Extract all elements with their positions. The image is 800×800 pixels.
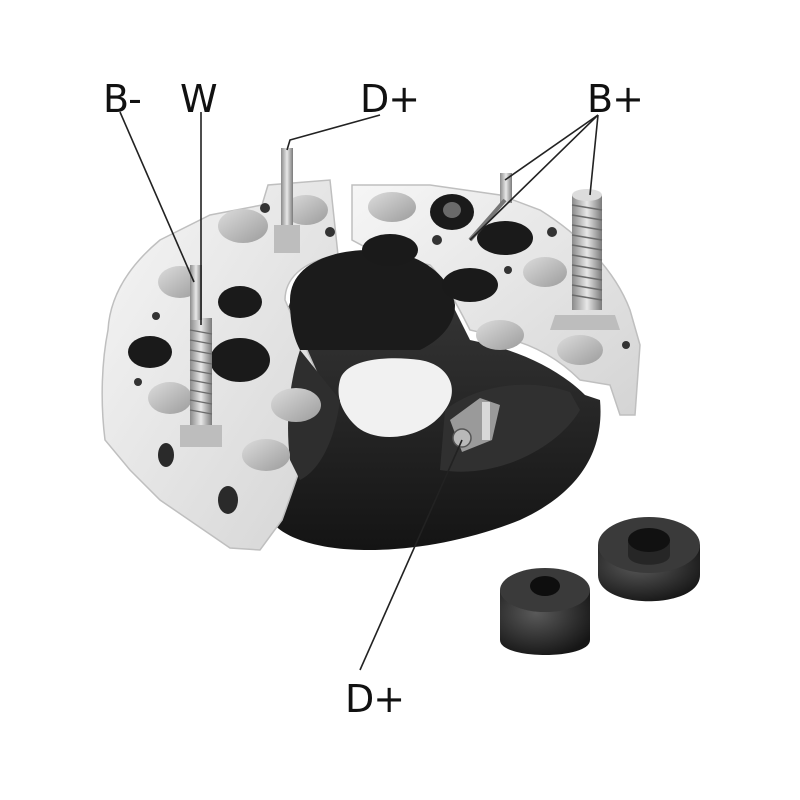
- mounting-hole: [218, 486, 238, 514]
- mounting-hole: [477, 221, 533, 255]
- diode: [368, 192, 416, 222]
- mounting-hole: [128, 336, 172, 368]
- leader-b-minus: [119, 111, 195, 283]
- mounting-hole: [158, 443, 174, 467]
- diode: [557, 335, 603, 365]
- small-hole: [432, 235, 442, 245]
- grommet-hole: [443, 202, 461, 218]
- small-hole: [152, 312, 160, 320]
- mounting-hole: [218, 286, 262, 318]
- leader-d-plus-bottom: [359, 439, 463, 671]
- small-hole: [134, 378, 142, 386]
- diode: [271, 388, 321, 422]
- mounting-hole: [210, 338, 270, 382]
- diode: [242, 439, 290, 471]
- label-b-plus: B+: [587, 77, 644, 121]
- diode: [148, 382, 192, 414]
- small-hole: [325, 227, 335, 237]
- w-stud: [180, 318, 222, 447]
- bushing-large: [598, 517, 700, 602]
- small-hole: [547, 227, 557, 237]
- leader-d-plus-top: [286, 114, 381, 151]
- label-w: W: [180, 77, 218, 121]
- regulator-opening: [338, 358, 452, 437]
- diode: [218, 209, 268, 243]
- terminal-screw: [452, 428, 472, 448]
- label-d-plus-bottom: D+: [345, 677, 405, 721]
- leader-b-plus-stud: [589, 114, 599, 196]
- brush-contact: [482, 402, 490, 440]
- leader-b-plus-connector: [469, 114, 599, 241]
- mounting-hole: [362, 234, 418, 266]
- d-plus-pin-top: [274, 148, 300, 253]
- b-plus-connector: [468, 173, 512, 242]
- small-hole: [622, 341, 630, 349]
- leader-b-plus-a: [504, 114, 599, 181]
- leader-lines: [119, 111, 599, 671]
- b-plus-stud: [550, 189, 620, 330]
- regulator-cup: [290, 250, 455, 350]
- label-b-minus: B-: [103, 77, 142, 121]
- diode: [523, 257, 567, 287]
- mounting-hole: [442, 268, 498, 302]
- diode: [284, 195, 328, 225]
- bushing-small: [500, 568, 590, 655]
- diode: [476, 320, 524, 350]
- label-d-plus-top: D+: [360, 77, 420, 121]
- small-hole: [260, 203, 270, 213]
- small-hole: [504, 266, 512, 274]
